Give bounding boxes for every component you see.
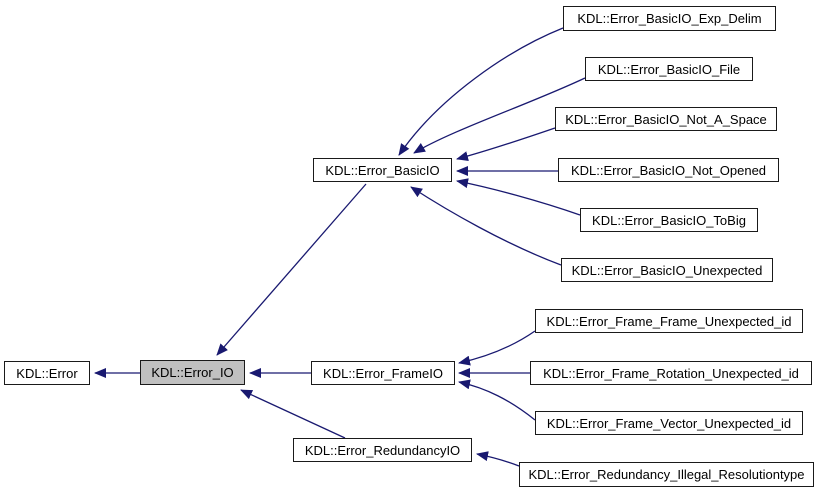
edge-tobig-to-basicio bbox=[456, 178, 581, 216]
edge-frame-vector-to-frameio bbox=[458, 379, 536, 421]
class-node-kdl-error-frameio[interactable]: KDL::Error_FrameIO bbox=[311, 361, 455, 385]
edge-not-a-space-to-basicio bbox=[456, 127, 556, 161]
edge-basicio-to-error-io bbox=[216, 183, 367, 356]
class-node-kdl-error-basicio-file[interactable]: KDL::Error_BasicIO_File bbox=[585, 57, 753, 81]
class-node-kdl-error-basicio-unexpected[interactable]: KDL::Error_BasicIO_Unexpected bbox=[561, 258, 773, 282]
edge-frame-frame-to-frameio bbox=[458, 330, 536, 366]
class-node-kdl-error-basicio-exp-delim[interactable]: KDL::Error_BasicIO_Exp_Delim bbox=[563, 6, 776, 31]
class-node-kdl-error-redundancyio[interactable]: KDL::Error_RedundancyIO bbox=[293, 438, 472, 462]
class-node-kdl-error[interactable]: KDL::Error bbox=[4, 361, 90, 385]
edge-redundancy-illegal-to-redundancyio bbox=[476, 451, 520, 467]
class-node-kdl-error-frame-rotation-unexpected-id[interactable]: KDL::Error_Frame_Rotation_Unexpected_id bbox=[530, 361, 812, 385]
class-node-kdl-error-frame-frame-unexpected-id[interactable]: KDL::Error_Frame_Frame_Unexpected_id bbox=[535, 309, 803, 333]
edge-redundancyio-to-error-io bbox=[240, 389, 346, 439]
class-node-kdl-error-io: KDL::Error_IO bbox=[140, 360, 245, 385]
class-node-kdl-error-frame-vector-unexpected-id[interactable]: KDL::Error_Frame_Vector_Unexpected_id bbox=[535, 411, 803, 435]
class-node-kdl-error-basicio-tobig[interactable]: KDL::Error_BasicIO_ToBig bbox=[580, 208, 758, 232]
class-node-kdl-error-basicio[interactable]: KDL::Error_BasicIO bbox=[313, 158, 452, 182]
class-node-kdl-error-basicio-not-opened[interactable]: KDL::Error_BasicIO_Not_Opened bbox=[558, 158, 779, 182]
edge-unexpected-to-basicio bbox=[410, 186, 562, 266]
class-node-kdl-error-basicio-not-a-space[interactable]: KDL::Error_BasicIO_Not_A_Space bbox=[555, 107, 777, 131]
edge-file-to-basicio bbox=[413, 77, 586, 154]
class-node-kdl-error-redundancy-illegal-resolutiontype[interactable]: KDL::Error_Redundancy_Illegal_Resolution… bbox=[519, 462, 814, 487]
edge-exp-delim-to-basicio bbox=[398, 27, 564, 156]
